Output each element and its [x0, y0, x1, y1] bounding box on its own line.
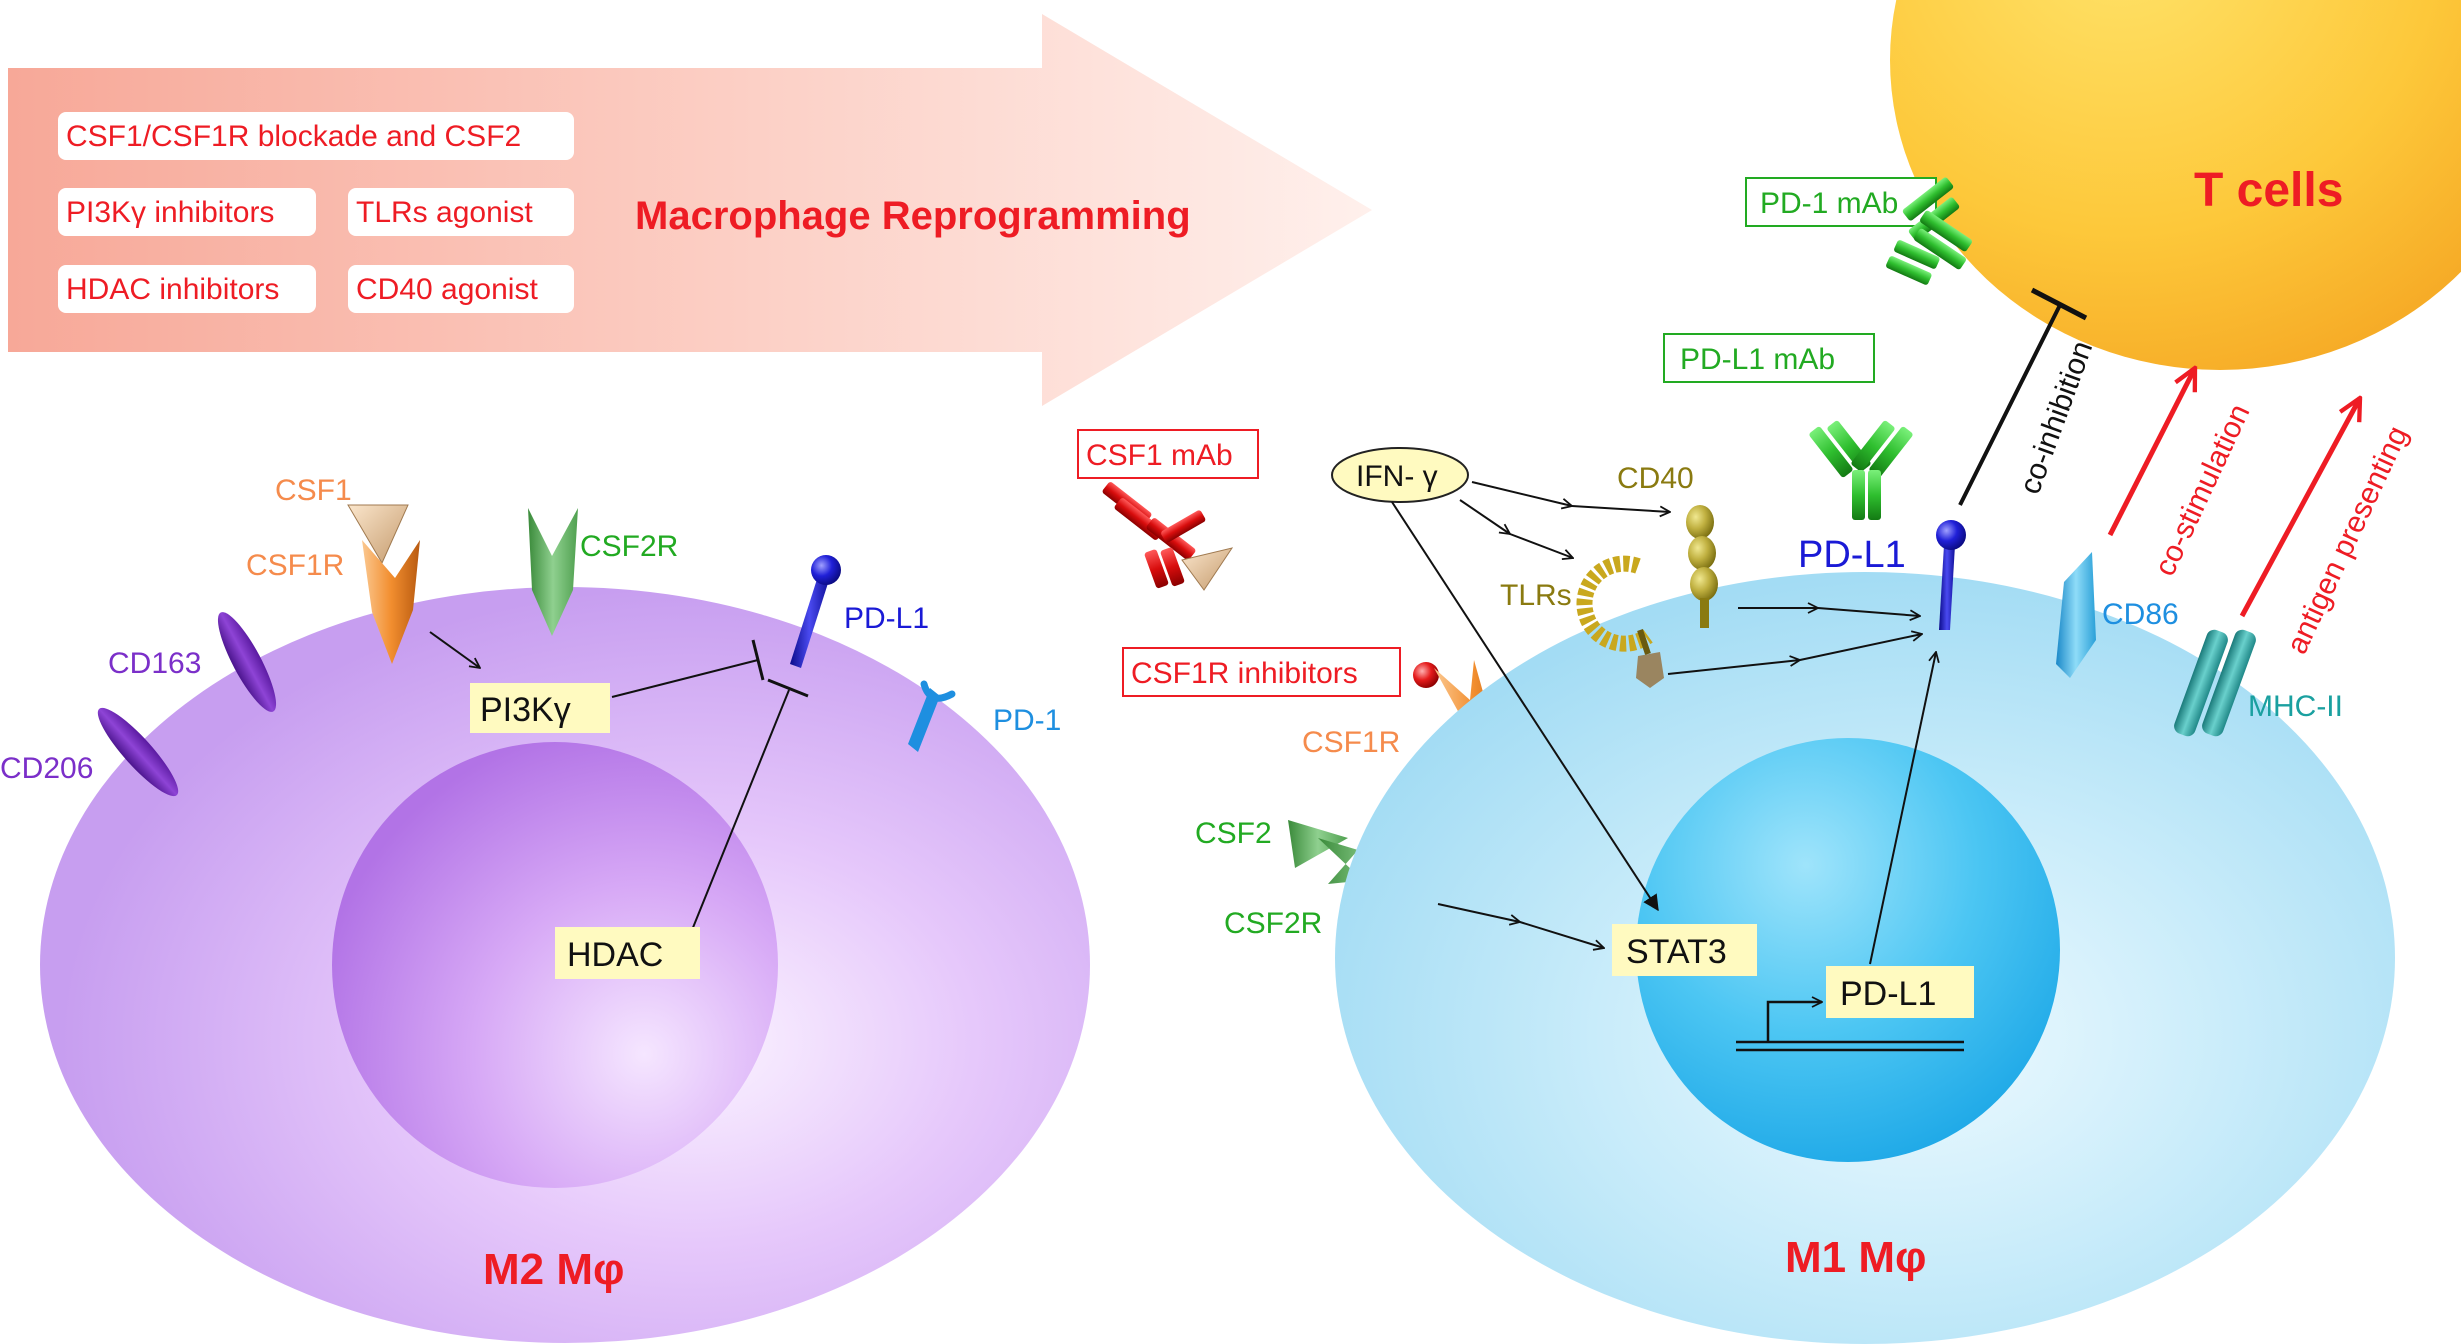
m2-pdl1-label: PD-L1: [844, 602, 929, 635]
cd206-label: CD206: [0, 752, 93, 785]
tlrs-stalk: [1637, 629, 1651, 655]
middle-csf2r-label: CSF2R: [1224, 907, 1322, 940]
ifn-gamma-label: IFN- γ: [1356, 460, 1438, 493]
m1-nucleus: [1636, 738, 2060, 1162]
cd40-receptor: [1686, 505, 1718, 628]
cd86-label: CD86: [2102, 598, 2179, 631]
csf1-mab-box: [1077, 429, 1259, 479]
pdl1-gene-label: PD-L1: [1840, 975, 1936, 1013]
banner-item-hdac: HDAC inhibitors: [66, 273, 279, 306]
m2-pdl1-stalk: [790, 576, 829, 668]
pd1-mab-antibody: [1886, 177, 1972, 285]
m2-csf1r-receptor: [362, 540, 420, 664]
m2-csf2r-label: CSF2R: [580, 530, 678, 563]
csf2-label: CSF2: [1195, 817, 1272, 850]
mhc-receptor: [2174, 629, 2256, 737]
m2-csf1r-label: CSF1R: [246, 549, 344, 582]
m1-pdl1-stalk: [1939, 545, 1955, 630]
csf1r-inhibitor-ball: [1413, 662, 1439, 688]
banner-item-tlrs: TLRs agonist: [356, 196, 533, 229]
cd163-receptor: [217, 612, 277, 712]
tlrs-signal-arrow: [1667, 660, 1800, 675]
pi3k-inhibit-bar: [751, 639, 765, 681]
pd1-mab-label: PD-1 mAb: [1760, 187, 1898, 220]
hdac-box: [555, 927, 700, 979]
banner-title: Macrophage Reprogramming: [635, 194, 1191, 238]
m2-title: M2 Mφ: [483, 1245, 624, 1294]
csf1-ligand: [347, 504, 409, 565]
cd163-label: CD163: [108, 647, 201, 680]
m2-pdl1-head: [811, 555, 841, 585]
m1-pdl1-surface-label: PD-L1: [1798, 534, 1906, 576]
pi3k-inhibit-line: [611, 659, 759, 698]
mhc-label: MHC-II: [2248, 690, 2343, 723]
ifn-to-tlrs-arrow-2: [1509, 533, 1573, 558]
m2-pd1-cup: [920, 680, 956, 702]
pd1-mab-box: [1745, 177, 1937, 227]
middle-csf1r-label: CSF1R: [1302, 726, 1400, 759]
csf1-mab-antibody: [1102, 482, 1206, 589]
ifn-to-cd40-arrow-2: [1571, 505, 1670, 512]
tlrs-foot: [1636, 652, 1664, 688]
csf1r-inhibitors-box: [1122, 647, 1401, 697]
tlrs-signal-arrow-2: [1799, 634, 1922, 661]
cd206-receptor: [97, 707, 179, 797]
cd86-receptor: [2056, 552, 2096, 678]
csf2r-to-stat3-arrow: [1437, 903, 1520, 922]
cd40-signal-arrow-2: [1817, 607, 1920, 616]
m2-csf2r-receptor: [528, 508, 578, 636]
tlrs-label: TLRs: [1500, 579, 1572, 612]
pi3k-label: PI3Kγ: [480, 691, 571, 729]
hdac-inhibit-line: [689, 689, 790, 936]
pdl1-gene-box: [1826, 966, 1974, 1018]
antigen-label: antigen presenting: [2280, 421, 2414, 659]
pdl1-mab-antibody: [1809, 420, 1913, 520]
coinhibition-line: [1958, 304, 2062, 506]
m2-pd1-label: PD-1: [993, 704, 1061, 737]
hdac-inhibit-bar: [767, 678, 809, 698]
banner-item-cd40: CD40 agonist: [356, 273, 538, 306]
ifn-to-tlrs-arrow: [1459, 499, 1510, 534]
middle-csf1-ligand: [1181, 547, 1234, 591]
t-cells-label: T cells: [2194, 164, 2343, 217]
banner-item-box-5: [348, 265, 574, 313]
ifn-to-stat3-arrow: [1391, 501, 1659, 912]
cd40-label: CD40: [1617, 462, 1694, 495]
antigen-arrow: [2239, 398, 2360, 618]
coinhibition-bar: [2030, 287, 2088, 321]
coinhibition-label: co-inhibition: [2014, 337, 2100, 499]
pdl1-expression-arrow: [1869, 652, 1936, 965]
banner-item-pi3k: PI3Kγ inhibitors: [66, 196, 274, 229]
pi3k-box: [470, 683, 610, 733]
t-cell: [1890, 0, 2461, 370]
pdl1-mab-box: [1663, 333, 1875, 383]
ifn-gamma-ellipse: [1331, 447, 1469, 503]
m2-pd1-receptor: [908, 688, 940, 752]
ifn-to-cd40-arrow: [1471, 481, 1572, 506]
transcription-arrow: [1766, 1002, 1822, 1042]
banner-item-csf: CSF1/CSF1R blockade and CSF2: [66, 120, 521, 153]
stat3-label: STAT3: [1626, 933, 1727, 971]
csf1-mab-label: CSF1 mAb: [1086, 439, 1233, 472]
stat3-box: [1612, 924, 1757, 976]
banner-item-box-1: [58, 112, 574, 160]
banner-item-box-2: [58, 188, 316, 236]
m1-title: M1 Mφ: [1785, 1233, 1926, 1282]
banner-item-box-3: [348, 188, 574, 236]
csf2r-to-stat3-arrow-2: [1519, 921, 1604, 948]
costimulation-arrow: [2107, 368, 2198, 537]
banner-item-box-4: [58, 265, 316, 313]
csf1r-to-pi3k-arrow: [429, 631, 480, 668]
hdac-label: HDAC: [567, 936, 663, 974]
csf2-ligand: [1288, 820, 1348, 868]
m2-csf1-label: CSF1: [275, 474, 352, 507]
pdl1-mab-label: PD-L1 mAb: [1680, 343, 1835, 376]
csf1r-inhibitors-label: CSF1R inhibitors: [1131, 657, 1358, 690]
tlrs-receptor: [1576, 555, 1653, 652]
m1-pdl1-head: [1936, 520, 1966, 550]
